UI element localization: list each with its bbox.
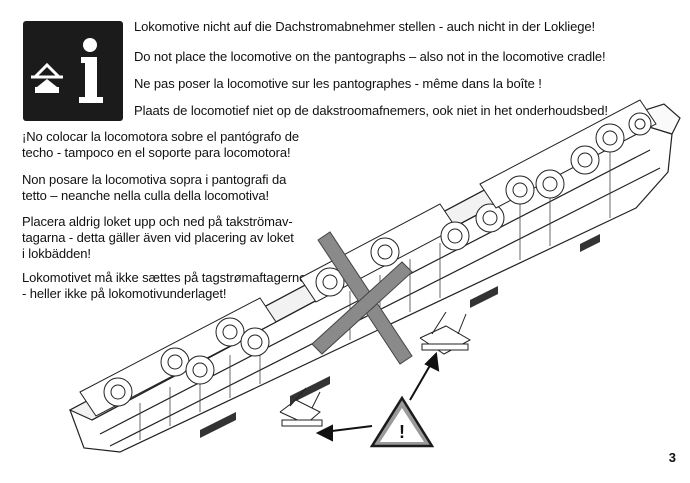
info-i-icon: [79, 38, 103, 103]
prohibition-cross-icon: [311, 231, 413, 365]
bogie-rear: [479, 99, 657, 209]
pantograph-left: [279, 387, 323, 427]
warning-text-da: Lokomotivet må ikke sættes på tagstrømaf…: [22, 270, 307, 301]
pantograph-icon: [31, 62, 63, 93]
warning-text-it: Non posare la locomotiva sopra i pantogr…: [22, 172, 287, 203]
bogie-front: [79, 297, 277, 417]
warning-text-fr: Ne pas poser la locomotive sur les panto…: [134, 76, 542, 91]
warning-triangle-icon: !: [369, 395, 435, 448]
page-number: 3: [668, 450, 676, 465]
warning-exclamation: !: [399, 422, 405, 442]
warning-text-es: ¡No colocar la locomotora sobre el pantó…: [22, 129, 300, 160]
pantograph-right: [419, 311, 472, 355]
warning-text-de: Lokomotive nicht auf die Dachstromabnehm…: [134, 19, 595, 34]
warning-text-en: Do not place the locomotive on the panto…: [134, 49, 606, 64]
arrow-to-right-pantograph: [409, 351, 440, 401]
warning-text-sv: Placera aldrig loket upp och ned på taks…: [22, 214, 294, 261]
warning-text-nl: Plaats de locomotief niet op de dakstroo…: [134, 103, 608, 118]
locomotive-windows: [200, 234, 600, 438]
bogie-middle: [299, 203, 505, 303]
arrow-to-left-pantograph: [315, 424, 373, 442]
info-pictogram: [23, 21, 123, 121]
